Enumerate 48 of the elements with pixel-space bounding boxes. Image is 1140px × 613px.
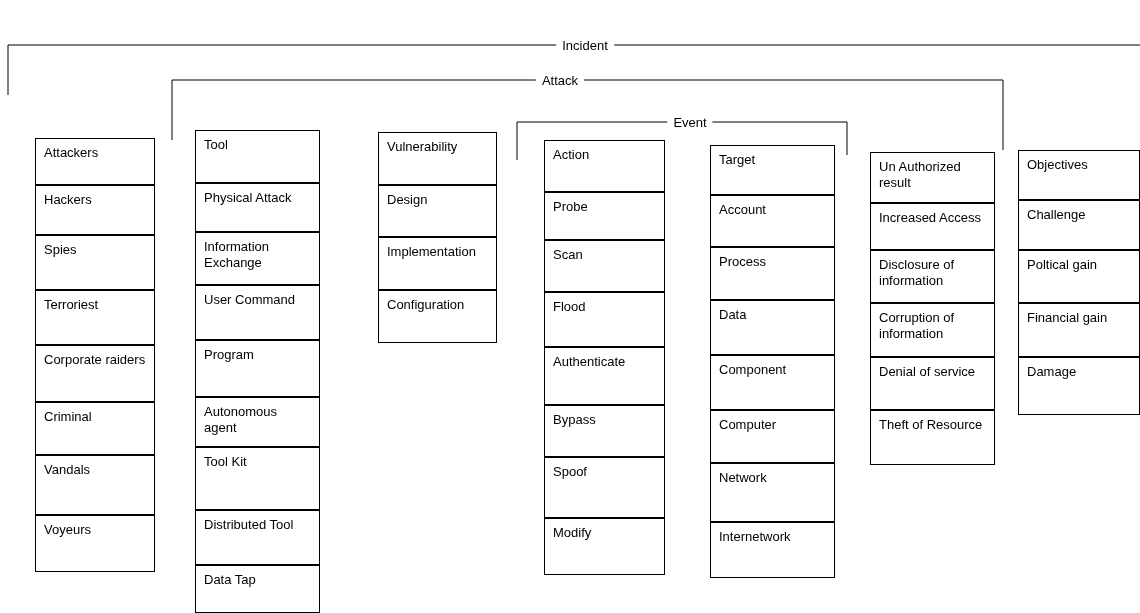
category-box: Corporate raiders: [35, 345, 155, 402]
category-box: Terroriest: [35, 290, 155, 345]
category-box: Tool: [195, 130, 320, 183]
category-box: Authenticate: [544, 347, 665, 405]
category-box: Tool Kit: [195, 447, 320, 510]
category-box: Action: [544, 140, 665, 192]
category-box: Program: [195, 340, 320, 397]
category-box: Autonomous agent: [195, 397, 320, 447]
category-box: Damage: [1018, 357, 1140, 415]
category-box: Vulnerability: [378, 132, 497, 185]
category-box: Flood: [544, 292, 665, 347]
category-box: Poltical gain: [1018, 250, 1140, 303]
category-box: Internetwork: [710, 522, 835, 578]
category-box: Physical Attack: [195, 183, 320, 232]
category-box: Process: [710, 247, 835, 300]
category-box: Spoof: [544, 457, 665, 518]
category-box: Voyeurs: [35, 515, 155, 572]
category-box: Information Exchange: [195, 232, 320, 285]
category-box: Component: [710, 355, 835, 410]
category-box: Disclosure of information: [870, 250, 995, 303]
category-box: Financial gain: [1018, 303, 1140, 357]
category-box: Criminal: [35, 402, 155, 455]
category-box: Denial of service: [870, 357, 995, 410]
category-box: Data Tap: [195, 565, 320, 613]
category-box: Bypass: [544, 405, 665, 457]
category-box: User Command: [195, 285, 320, 340]
category-box: Objectives: [1018, 150, 1140, 200]
category-box: Network: [710, 463, 835, 522]
category-box: Computer: [710, 410, 835, 463]
category-box: Spies: [35, 235, 155, 290]
category-box: Un Authorized result: [870, 152, 995, 203]
category-box: Increased Access: [870, 203, 995, 250]
category-box: Challenge: [1018, 200, 1140, 250]
category-box: Data: [710, 300, 835, 355]
category-box: Target: [710, 145, 835, 195]
category-box: Attackers: [35, 138, 155, 185]
category-box: Probe: [544, 192, 665, 240]
category-box: Configuration: [378, 290, 497, 343]
category-box: Design: [378, 185, 497, 237]
category-box: Hackers: [35, 185, 155, 235]
category-box: Scan: [544, 240, 665, 292]
category-box: Modify: [544, 518, 665, 575]
category-box: Theft of Resource: [870, 410, 995, 465]
category-box: Account: [710, 195, 835, 247]
category-box: Vandals: [35, 455, 155, 515]
category-box: Implementation: [378, 237, 497, 290]
category-box: Corruption of information: [870, 303, 995, 357]
category-box: Distributed Tool: [195, 510, 320, 565]
